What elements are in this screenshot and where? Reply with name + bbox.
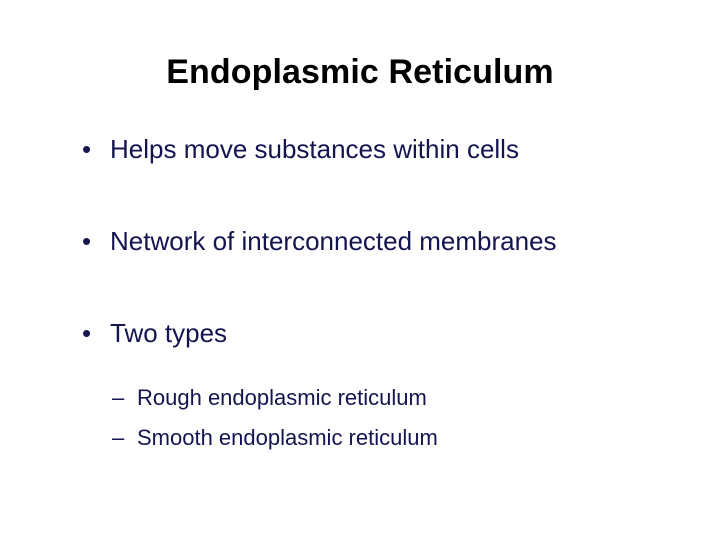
list-item: • Helps move substances within cells xyxy=(0,132,720,184)
sub-list-item: – Smooth endoplasmic reticulum xyxy=(0,418,720,458)
slide-body-list: • Helps move substances within cells • N… xyxy=(0,132,720,458)
bullet-marker-icon: • xyxy=(82,226,92,256)
list-item: • Two types xyxy=(0,316,720,368)
dash-marker-icon: – xyxy=(112,425,125,450)
list-item-label: Helps move substances within cells xyxy=(110,134,519,164)
sub-list-item-label: Rough endoplasmic reticulum xyxy=(137,385,427,410)
page-title: Endoplasmic Reticulum xyxy=(166,53,554,91)
sub-list: – Rough endoplasmic reticulum – Smooth e… xyxy=(0,378,720,458)
bullet-marker-icon: • xyxy=(82,134,92,164)
sub-list-item: – Rough endoplasmic reticulum xyxy=(0,378,720,418)
list-item-label: Two types xyxy=(110,318,228,348)
dash-marker-icon: – xyxy=(112,385,125,410)
list-item: • Network of interconnected membranes xyxy=(0,224,720,276)
list-item-label: Network of interconnected membranes xyxy=(110,226,557,256)
bullet-marker-icon: • xyxy=(82,318,92,348)
sub-list-item-label: Smooth endoplasmic reticulum xyxy=(137,425,438,450)
